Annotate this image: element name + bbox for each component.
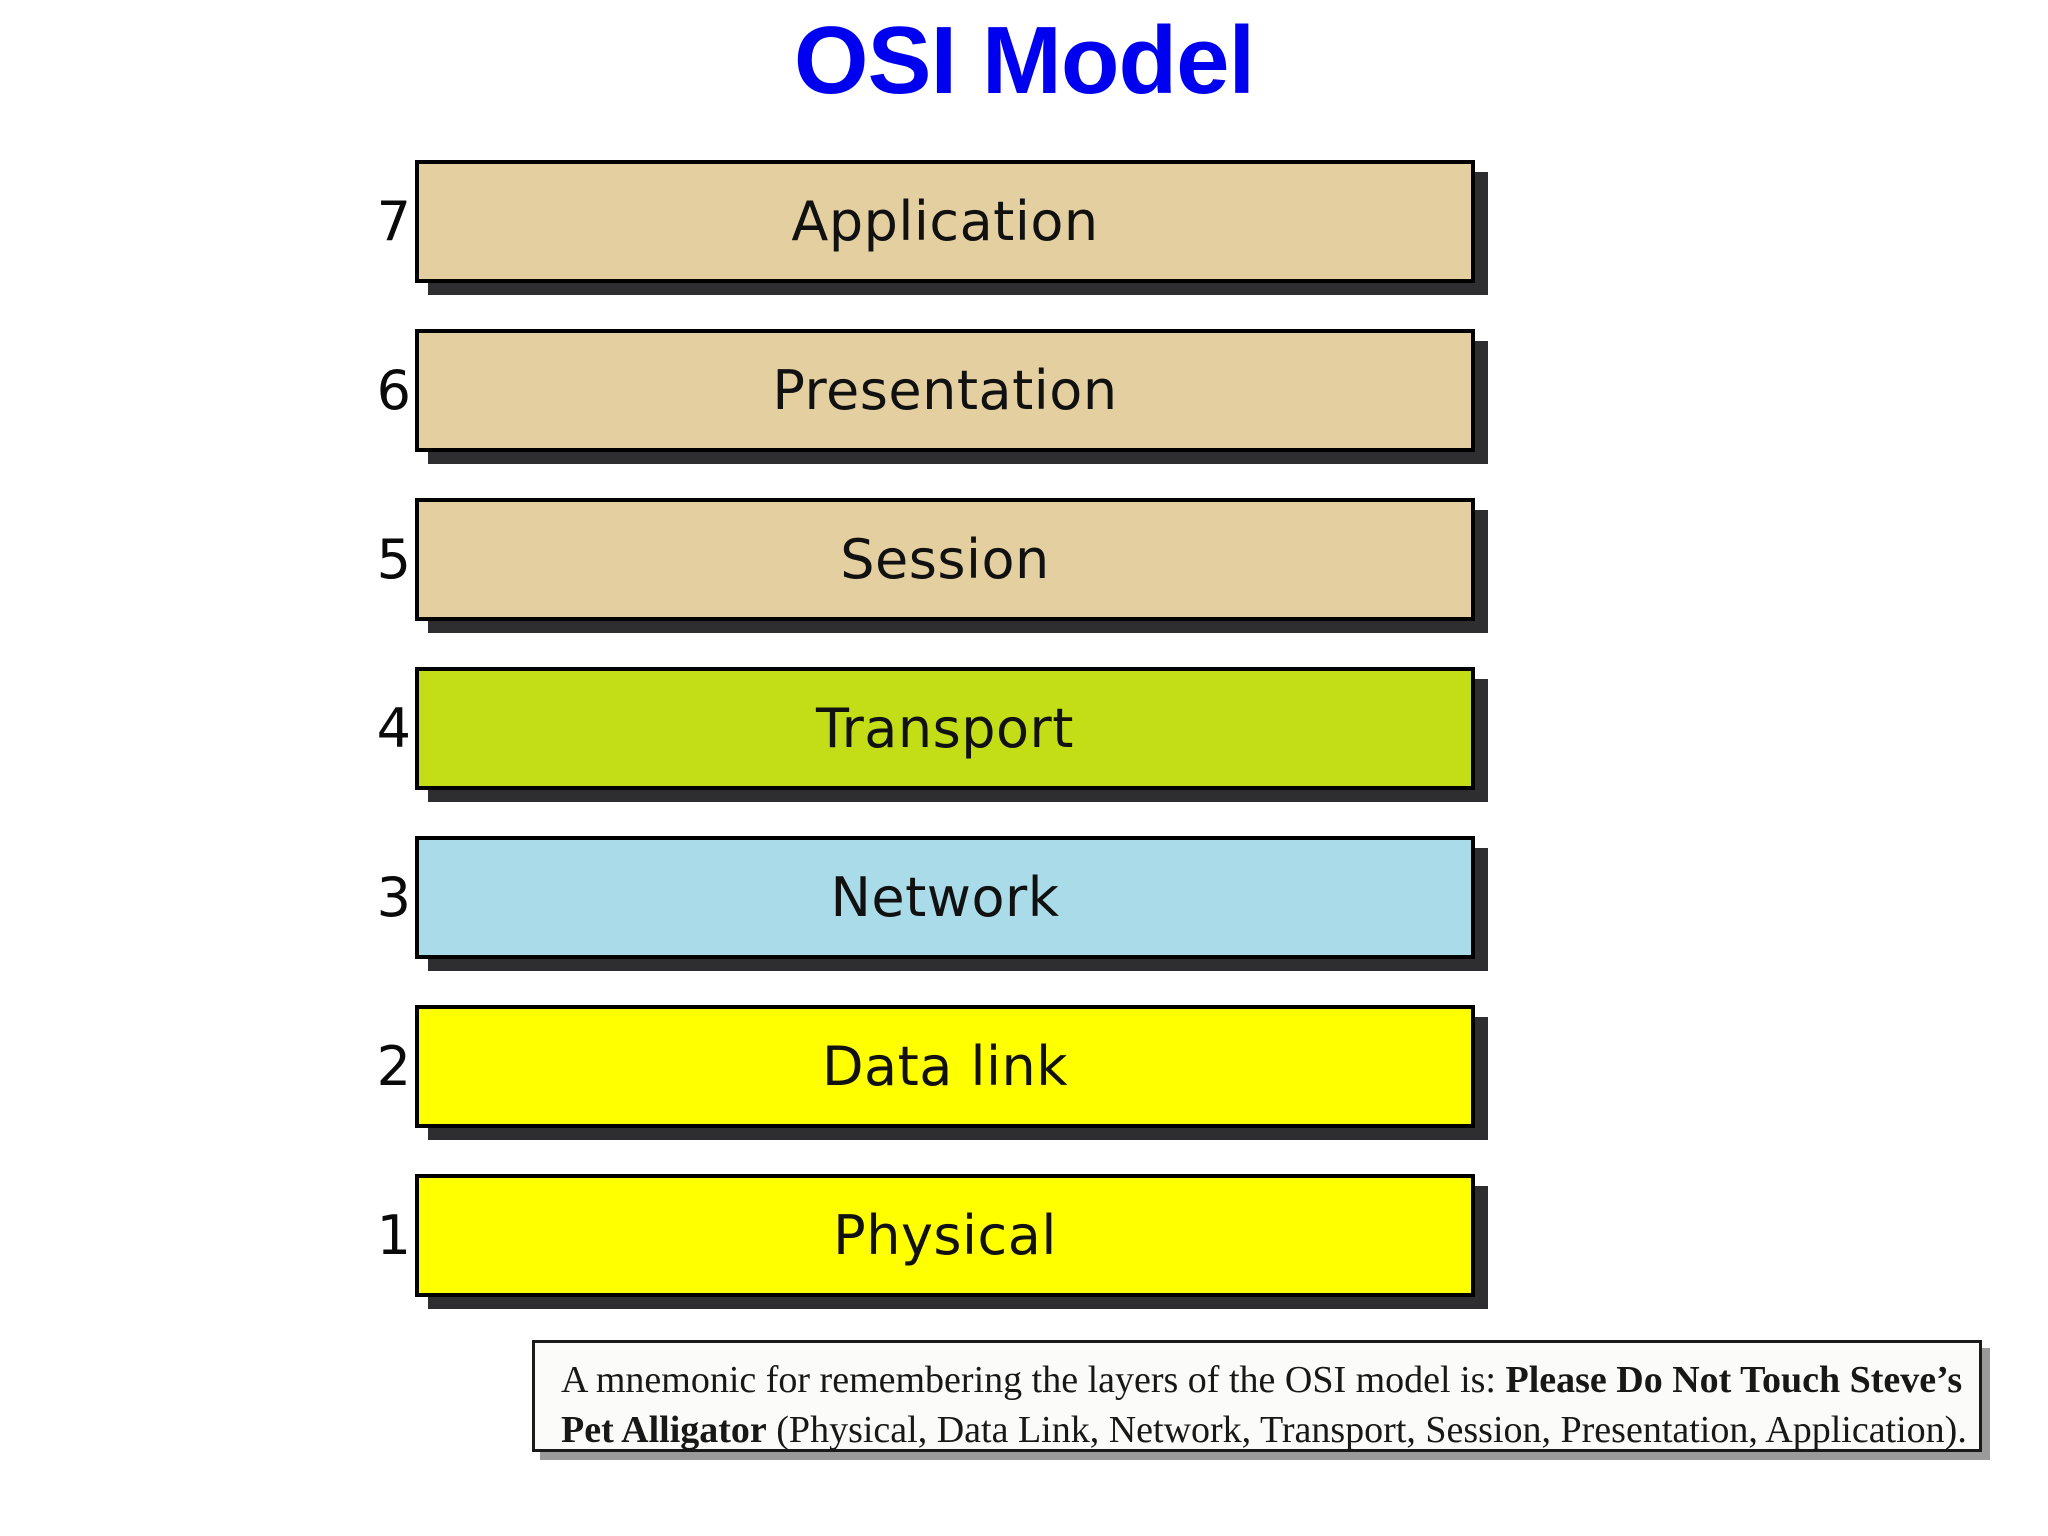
layer-bar-session[interactable]: Session — [415, 498, 1475, 621]
layer-number: 3 — [376, 866, 411, 929]
caption-line-1-text: A mnemonic for remembering the layers of… — [561, 1359, 1506, 1401]
layer-label: Data link — [821, 1035, 1069, 1098]
layer-bar-network[interactable]: Network — [415, 836, 1475, 959]
layer-label: Application — [791, 190, 1099, 253]
layer-row: 1 Physical — [0, 1174, 2048, 1343]
layer-bar-physical[interactable]: Physical — [415, 1174, 1475, 1297]
mnemonic-caption-box: A mnemonic for remembering the layers of… — [532, 1340, 1982, 1452]
caption-mnemonic-bold-1: Please Do Not Touch Steve’s — [1505, 1359, 1963, 1401]
layer-label: Network — [830, 866, 1060, 929]
page-title: OSI Model — [793, 7, 1255, 114]
layer-bar-transport[interactable]: Transport — [415, 667, 1475, 790]
layer-label: Transport — [816, 697, 1074, 760]
layer-label: Physical — [833, 1204, 1057, 1267]
layer-label: Session — [840, 528, 1050, 591]
layer-number: 6 — [376, 359, 411, 422]
layer-number: 4 — [376, 697, 411, 760]
layer-number: 5 — [376, 528, 411, 591]
layer-row: 6 Presentation — [0, 329, 2048, 498]
layer-bar-data-link[interactable]: Data link — [415, 1005, 1475, 1128]
layer-label: Presentation — [772, 359, 1118, 422]
caption-line-2-text: (Physical, Data Link, Network, Transport… — [766, 1409, 1967, 1451]
layer-row: 5 Session — [0, 498, 2048, 667]
layer-row: 7 Application — [0, 160, 2048, 329]
osi-layer-stack: 7 Application 6 Presentation 5 Session 4 Transp… — [0, 160, 2048, 1343]
layer-row: 4 Transport — [0, 667, 2048, 836]
layer-row: 2 Data link — [0, 1005, 2048, 1174]
layer-bar-application[interactable]: Application — [415, 160, 1475, 283]
caption-line-1: A mnemonic for remembering the layers of… — [561, 1355, 1962, 1405]
caption-line-2: Pet Alligator (Physical, Data Link, Netw… — [561, 1405, 1967, 1455]
layer-bar-presentation[interactable]: Presentation — [415, 329, 1475, 452]
layer-number: 7 — [376, 190, 411, 253]
caption-mnemonic-bold-2: Pet Alligator — [561, 1409, 767, 1451]
layer-row: 3 Network — [0, 836, 2048, 1005]
layer-number: 2 — [376, 1035, 411, 1098]
layer-number: 1 — [376, 1204, 411, 1267]
